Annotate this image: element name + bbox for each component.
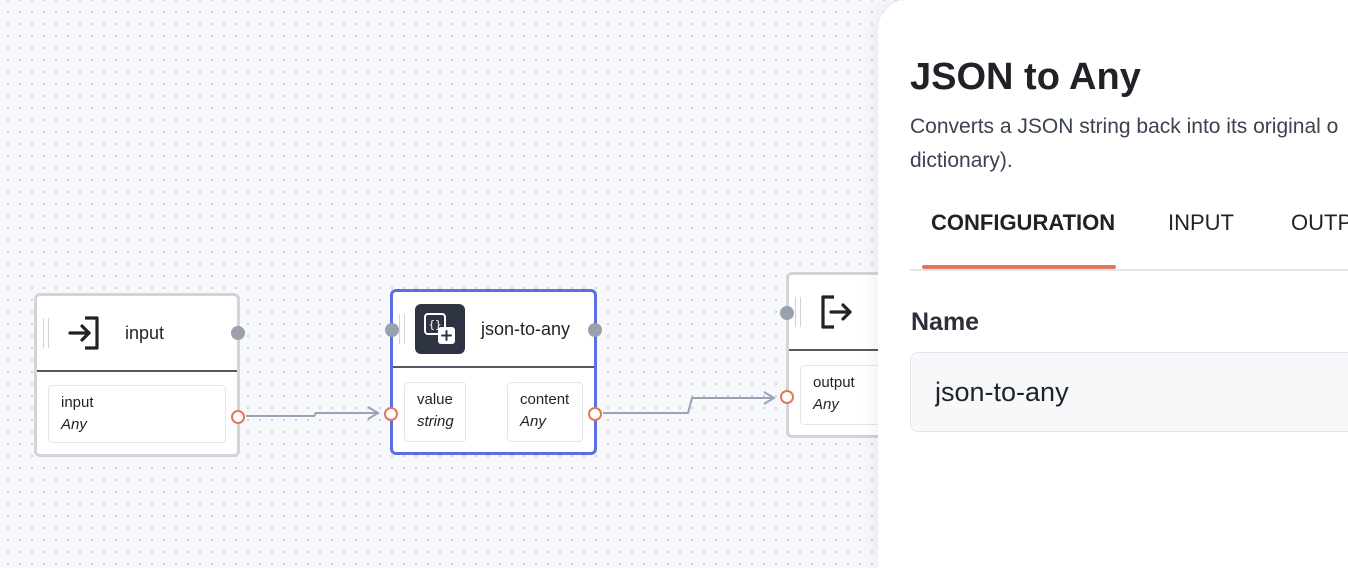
exec-in-port[interactable] — [385, 323, 399, 337]
exec-out-port[interactable] — [231, 326, 245, 340]
pin-label: output — [813, 374, 855, 391]
tab-input[interactable]: INPUT — [1168, 210, 1234, 235]
tab-configuration[interactable]: CONFIGURATION — [931, 210, 1116, 235]
edge-input-to-value[interactable] — [246, 412, 377, 417]
output-pin-input[interactable]: input Any — [48, 385, 226, 443]
exec-out-port[interactable] — [588, 323, 602, 337]
output-pin-content[interactable]: content Any — [507, 382, 583, 442]
pin-type: Any — [61, 416, 87, 433]
data-out-port[interactable] — [588, 407, 602, 421]
properties-panel: JSON to Any Converts a JSON string back … — [878, 0, 1348, 568]
pin-type: Any — [813, 396, 839, 413]
pin-label: content — [520, 391, 570, 408]
active-tab-indicator — [922, 265, 1116, 269]
data-out-port[interactable] — [231, 410, 245, 424]
drag-handle[interactable] — [399, 314, 405, 344]
node-header[interactable]: {} json-to-any — [393, 292, 594, 368]
exit-icon — [811, 287, 861, 337]
edge-input-to-value-arrow — [367, 406, 380, 420]
node-header[interactable]: input — [37, 296, 237, 372]
json-code-icon: {} — [415, 304, 465, 354]
pin-type: Any — [520, 413, 546, 430]
edge-content-to-output-arrow — [763, 391, 776, 405]
pin-label: value — [417, 391, 453, 408]
description-line: Converts a JSON string back into its ori… — [910, 115, 1339, 138]
name-field-label: Name — [911, 308, 980, 336]
node-header[interactable] — [789, 275, 933, 351]
pin-type: string — [417, 413, 454, 430]
panel-title: JSON to Any — [910, 56, 1141, 98]
input-pin-value[interactable]: value string — [404, 382, 466, 442]
description-line: dictionary). — [910, 149, 1013, 172]
data-in-port[interactable] — [384, 407, 398, 421]
svg-text:{}: {} — [428, 318, 441, 331]
name-field[interactable] — [910, 352, 1348, 432]
json-to-any-node[interactable]: {} json-to-any value string content Any — [390, 289, 597, 455]
node-title: json-to-any — [481, 318, 571, 339]
panel-description: Converts a JSON string back into its ori… — [910, 110, 1348, 178]
edge-content-to-output[interactable] — [603, 397, 773, 414]
enter-icon — [59, 308, 109, 358]
drag-handle[interactable] — [795, 297, 801, 327]
node-title: input — [125, 322, 165, 343]
panel-tabs: CONFIGURATION INPUT OUTP — [910, 196, 1348, 271]
input-node[interactable]: input input Any — [34, 293, 240, 457]
exec-in-port[interactable] — [780, 306, 794, 320]
pin-label: input — [61, 394, 94, 411]
data-in-port[interactable] — [780, 390, 794, 404]
drag-handle[interactable] — [43, 318, 49, 348]
tab-output[interactable]: OUTP — [1291, 210, 1348, 235]
